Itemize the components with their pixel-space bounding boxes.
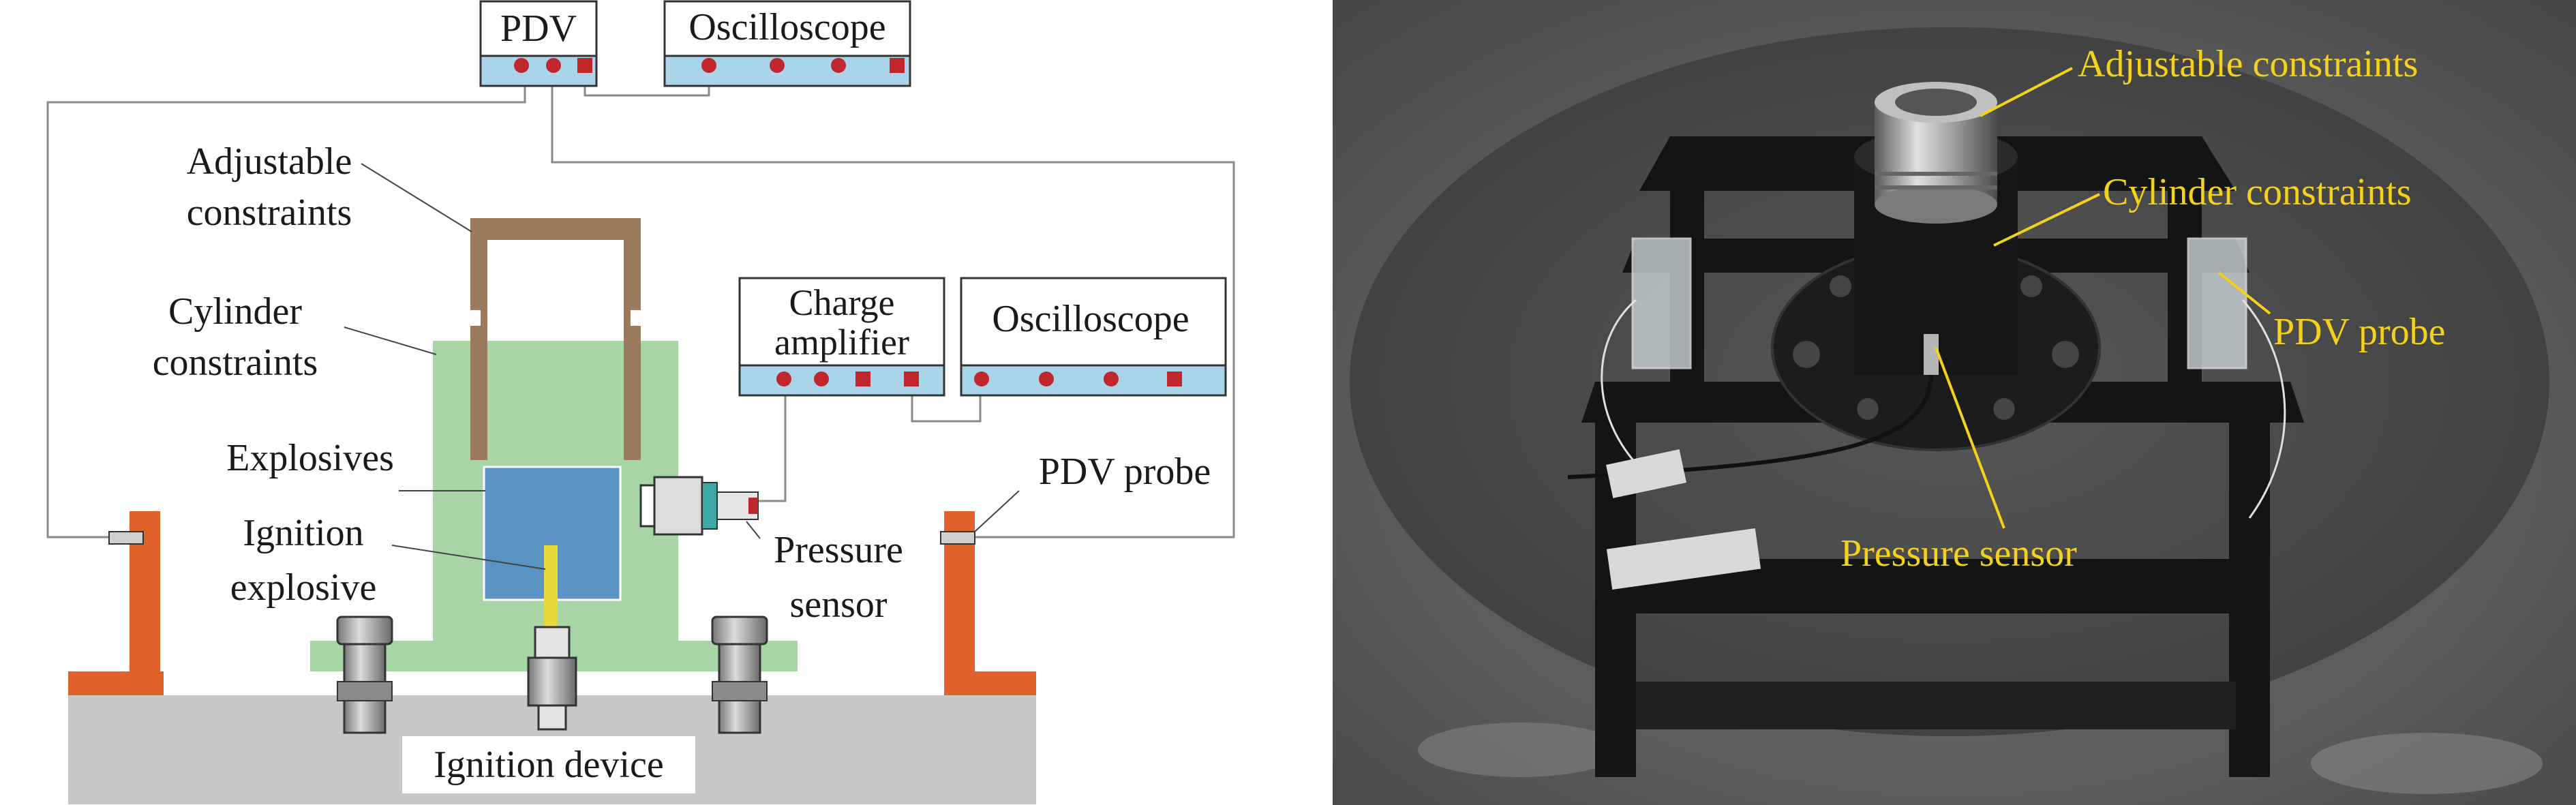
adjustable-constraints-label-1: Adjustable <box>187 140 352 183</box>
photo-probe-fiber-left <box>1601 299 1650 479</box>
osc-top-indicator-4 <box>890 58 905 73</box>
photo-cylinder-constraints-label: Cylinder constraints <box>2103 171 2412 213</box>
pdv-label: PDV <box>500 7 577 50</box>
pdv-probe-mount-left <box>68 511 164 695</box>
photo-pressure-sensor-label: Pressure sensor <box>1840 532 2077 575</box>
tape-1 <box>1606 528 1761 590</box>
photo-probe-fiber-right <box>2241 299 2286 519</box>
debris-2 <box>2311 733 2543 794</box>
pdv-probe-label: PDV probe <box>1039 451 1211 493</box>
oscilloscope-mid-label: Oscilloscope <box>992 298 1189 340</box>
flange-bolt-2 <box>2052 341 2079 368</box>
osc-top-indicator-2 <box>770 58 785 73</box>
pdv-probe-right <box>940 531 975 545</box>
pdv-cable-right <box>551 68 1235 538</box>
debris-1 <box>1418 723 1622 777</box>
charge-amplifier: Charge amplifier <box>738 277 945 397</box>
cylinder-constraints-label-1: Cylinder <box>168 290 302 333</box>
pressure-sensor <box>639 476 759 536</box>
tape-2 <box>1606 449 1686 498</box>
ignition-explosive <box>544 545 558 627</box>
oscilloscope-top-label: Oscilloscope <box>688 6 885 48</box>
flange-bolt-4 <box>2020 275 2042 297</box>
igniter-plug <box>527 626 577 731</box>
ignition-explosive-label-2: explosive <box>230 566 377 609</box>
photo-pdv-probe-label: PDV probe <box>2273 311 2446 353</box>
cylinder-constraints-label-2: constraints <box>153 341 318 384</box>
amp-indicator-4 <box>904 371 919 386</box>
pdv-indicator-2 <box>546 58 561 73</box>
ignition-device-label: Ignition device <box>434 744 663 786</box>
osc-mid-indicator-3 <box>1104 371 1119 386</box>
pdv-probe-holder-left <box>1631 237 1692 369</box>
photo-adjustable-constraints-label: Adjustable constraints <box>2078 43 2418 85</box>
flange-bolt-5 <box>1857 398 1879 420</box>
pdv-probe-left <box>108 531 144 545</box>
pdv-probe-mount-right <box>940 511 1036 695</box>
osc-mid-indicator-2 <box>1039 371 1054 386</box>
osc-top-indicator-1 <box>701 58 716 73</box>
ignition-explosive-label-1: Ignition <box>243 512 363 554</box>
amp-indicator-3 <box>855 371 870 386</box>
explosives-label: Explosives <box>226 437 394 479</box>
pdv-indicator-1 <box>514 58 529 73</box>
amp-osc-link <box>911 394 982 423</box>
pressure-sensor-label-2: sensor <box>789 583 887 626</box>
pressure-sensor-label-1: Pressure <box>774 529 903 571</box>
flange-bolt-1 <box>1793 341 1820 368</box>
osc-mid-indicator-4 <box>1167 371 1182 386</box>
photo-pressure-sensor <box>1924 334 1939 375</box>
charge-amplifier-line1: Charge <box>789 282 895 323</box>
pdv-indicator-3 <box>577 58 592 73</box>
flange-bolt-3 <box>1830 275 1851 297</box>
bolt-right <box>711 616 768 734</box>
charge-amplifier-line2: amplifier <box>774 322 909 363</box>
osc-top-indicator-3 <box>831 58 846 73</box>
pdv-cable-left <box>46 68 526 538</box>
photo-leader-lines <box>1935 67 2271 529</box>
amp-indicator-1 <box>776 371 791 386</box>
adjustable-constraints-label-2: constraints <box>187 192 352 234</box>
flange-bolt-6 <box>1993 398 2015 420</box>
sensor-cable <box>757 394 787 502</box>
amp-indicator-2 <box>814 371 829 386</box>
pdv-instrument: PDV <box>479 0 598 87</box>
ignition-device-label-box <box>402 736 695 793</box>
bolt-left <box>336 616 393 734</box>
photo-panel: Adjustable constraints Cylinder constrai… <box>1333 0 2576 805</box>
adjustable-constraint-ring <box>1875 82 1997 224</box>
pdv-probe-holder-right <box>2187 237 2247 369</box>
osc-mid-indicator-1 <box>974 371 989 386</box>
schematic-panel: PDV Oscilloscope Charge amplifier <box>46 0 1235 804</box>
leader-lines <box>344 163 1020 570</box>
oscilloscope-top: Oscilloscope <box>663 0 911 87</box>
adjustable-constraint <box>470 218 641 460</box>
oscilloscope-mid: Oscilloscope <box>960 277 1227 397</box>
